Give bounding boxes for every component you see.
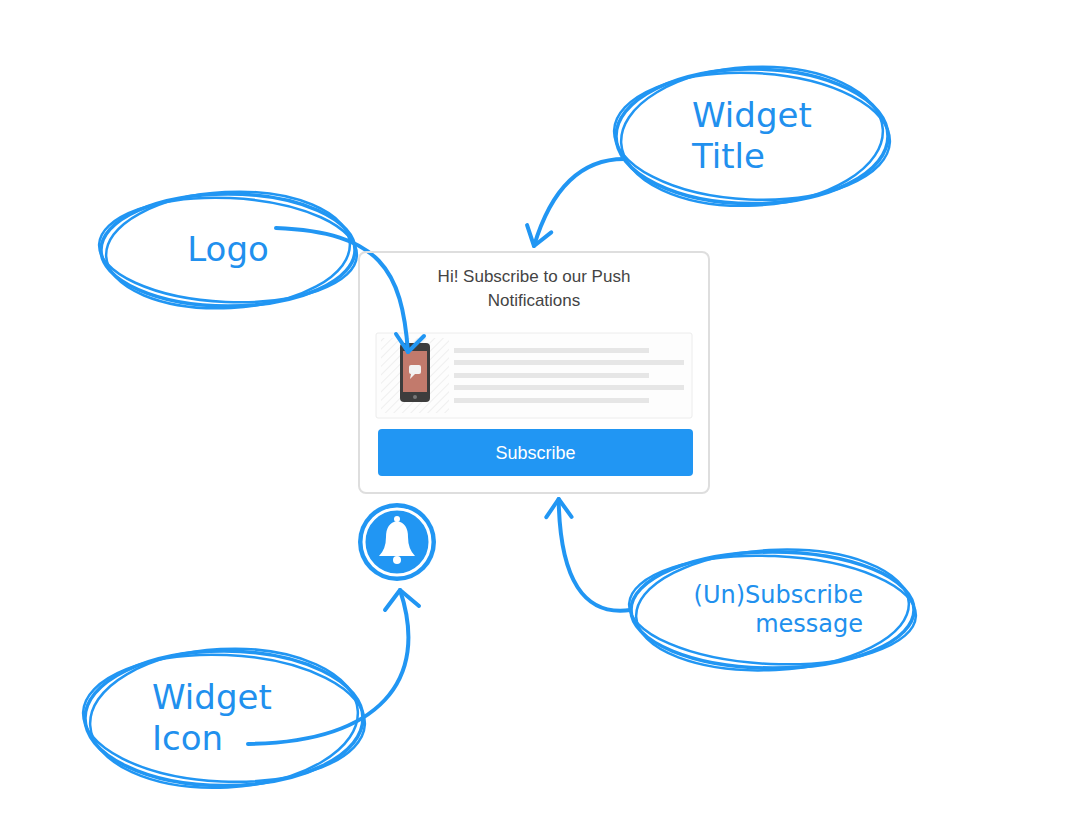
callout-ellipse-stroke (80, 649, 367, 788)
callout-bubble: Widget Icon (80, 646, 368, 791)
callout-bubble: Widget Title (611, 64, 893, 209)
leader-arrowhead (385, 590, 419, 610)
phone-screen (403, 351, 427, 392)
placeholder-line (454, 398, 649, 403)
callout-bubble: (Un)Subscribe message (626, 547, 919, 673)
placeholder-line (454, 373, 649, 378)
callout-ellipse-stroke (618, 60, 887, 212)
preview-hatch (381, 338, 449, 413)
button-label: Subscribe (495, 442, 575, 464)
callout-ellipse-stroke (103, 186, 353, 315)
bell-symbol (379, 521, 415, 556)
callout-ellipse-stroke (616, 69, 888, 204)
callout-label: Logo (187, 229, 269, 270)
callout-arrow (546, 499, 630, 611)
callout-arrowhead (527, 225, 551, 246)
callout-label: (Un)Subscribe message (681, 581, 863, 640)
callout-ellipse-stroke (97, 192, 359, 307)
leader-line (248, 590, 408, 744)
callout-label: Widget Icon (152, 677, 288, 760)
callout-ellipse-stroke (626, 550, 917, 670)
callout-arrowhead (546, 499, 571, 517)
phone-body (400, 343, 430, 402)
placeholder-line (454, 385, 684, 390)
callout-text-block: Logo (187, 229, 269, 270)
phone-message (409, 365, 421, 374)
callout-ellipse-stroke (633, 543, 912, 677)
widget-icon-outer (358, 503, 436, 581)
placeholder-line (454, 360, 684, 365)
widget-panel: Hi! Subscribe to our Push NotificationsS… (358, 251, 710, 494)
subscribe-button: Subscribe (378, 429, 693, 476)
callout-bubble: Logo (96, 189, 360, 311)
widget-title: Hi! Subscribe to our Push Notifications (409, 265, 659, 313)
callout-label: Widget Title (692, 95, 828, 178)
placeholder-line (454, 348, 649, 353)
callout-arrow (527, 159, 624, 246)
callout-ellipse (80, 646, 368, 791)
preview-box (376, 333, 692, 418)
bell-clapper (393, 556, 401, 564)
callout-ellipse-stroke (631, 552, 914, 668)
callout-ellipse-stroke (101, 194, 355, 306)
leader-line (276, 228, 408, 352)
callout-ellipse-stroke (85, 651, 363, 786)
callout-text-block: Widget Icon (152, 677, 288, 760)
callout-ellipse-stroke (87, 642, 362, 794)
callout-text-block: Widget Title (692, 95, 828, 178)
bell-knob (394, 516, 400, 522)
callout-ellipse-stroke (611, 67, 892, 205)
leader-arrowhead (396, 334, 424, 352)
phone-message-tail (410, 374, 415, 379)
phone-button (413, 395, 417, 399)
widget-icon-ring (364, 509, 430, 575)
callout-text-block: (Un)Subscribe message (681, 581, 863, 640)
